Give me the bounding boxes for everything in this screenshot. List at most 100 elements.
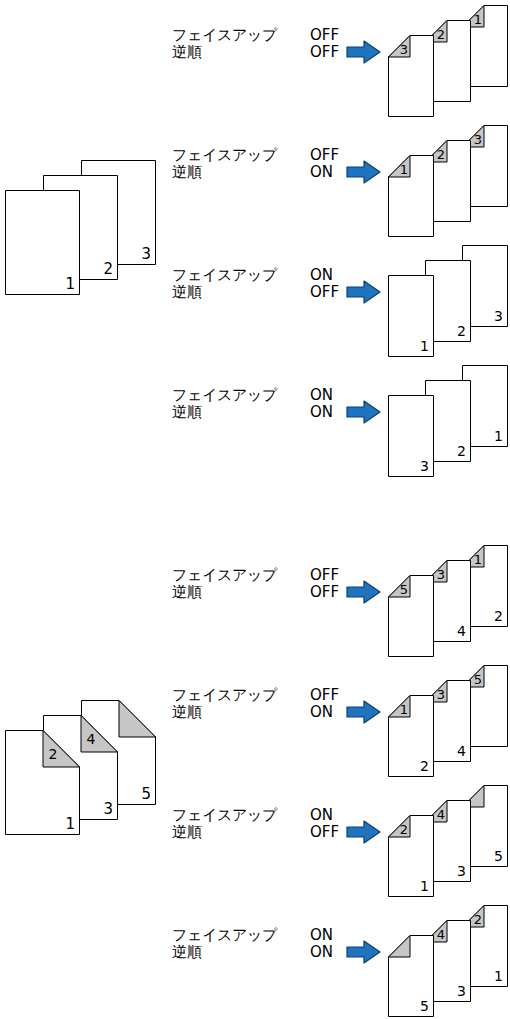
block-arrow: [347, 941, 380, 963]
setting-label: ON: [310, 943, 333, 961]
page-number: 4: [83, 730, 99, 748]
setting-label: ON: [310, 266, 333, 284]
page-number: 4: [433, 926, 449, 944]
page-number: 3: [420, 457, 429, 475]
setting-label: ON: [310, 163, 333, 181]
page-number: 1: [420, 337, 429, 355]
page-number: 1: [420, 877, 429, 895]
setting-label: 逆順: [172, 43, 202, 61]
page-number: 4: [457, 742, 466, 760]
setting-label: OFF: [310, 283, 339, 301]
paper-sheet: 12: [388, 695, 434, 777]
setting-label: ON: [310, 703, 333, 721]
page-number: 1: [65, 275, 75, 293]
sheet-body: [426, 561, 471, 642]
page-number: 1: [470, 11, 486, 29]
sheet-body: [389, 816, 434, 897]
page-number: 2: [45, 745, 61, 763]
setting-label: OFF: [310, 583, 339, 601]
block-arrow: [347, 41, 380, 63]
sheet-body: [463, 126, 508, 207]
sheet-body: [6, 191, 80, 295]
paper-sheet: 1: [5, 190, 80, 295]
page-number: 3: [457, 982, 466, 1000]
sheet-outline: [388, 35, 434, 117]
page-number: 5: [396, 581, 412, 599]
page-number: 1: [65, 815, 75, 833]
folded-corner: [119, 701, 156, 738]
paper-sheet: 3: [388, 395, 434, 477]
setting-label: フェイスアップ: [172, 146, 277, 164]
sheet-body: [463, 546, 508, 627]
sheet-body: [389, 156, 434, 237]
setting-label: 逆順: [172, 163, 202, 181]
setting-label: ON: [310, 386, 333, 404]
sheet-body: [463, 666, 508, 747]
page-number: 5: [470, 671, 486, 689]
paper-sheet: 5: [388, 935, 434, 1017]
page-number: 3: [396, 41, 412, 59]
page-number: 5: [494, 847, 503, 865]
setting-label: 逆順: [172, 403, 202, 421]
page-number: 2: [433, 26, 449, 44]
setting-label: 逆順: [172, 283, 202, 301]
setting-label: ON: [310, 403, 333, 421]
page-number: 1: [494, 427, 503, 445]
page-number: 5: [141, 785, 151, 803]
setting-label: フェイスアップ: [172, 686, 277, 704]
setting-label: 逆順: [172, 583, 202, 601]
page-number: 5: [420, 997, 429, 1015]
page-number: 2: [420, 757, 429, 775]
page-number: 2: [396, 821, 412, 839]
paper-sheet: 21: [388, 815, 434, 897]
block-arrow: [347, 161, 380, 183]
page-number: 4: [433, 806, 449, 824]
setting-label: 逆順: [172, 943, 202, 961]
sheet-body: [44, 176, 118, 280]
page-number: 3: [433, 566, 449, 584]
paper-sheet: 1: [388, 155, 434, 237]
page-number: 3: [103, 800, 113, 818]
setting-label: ON: [310, 926, 333, 944]
setting-label: ON: [310, 806, 333, 824]
sheet-body: [463, 366, 508, 447]
page-number: 1: [396, 701, 412, 719]
page-number: 1: [494, 967, 503, 985]
sheet-body: [463, 6, 508, 87]
sheet-outline: [388, 575, 434, 657]
block-arrow: [347, 821, 380, 843]
paper-sheet: 1: [388, 275, 434, 357]
paper-sheet: 3: [388, 35, 434, 117]
sheet-body: [463, 786, 508, 867]
sheet-body: [463, 246, 508, 327]
sheet-body: [389, 36, 434, 117]
sheet-body: [389, 276, 434, 357]
sheet-outline: [388, 155, 434, 237]
block-arrow: [347, 401, 380, 423]
page-number: 1: [470, 551, 486, 569]
setting-label: フェイスアップ: [172, 266, 277, 284]
paper-sheet: 5: [388, 575, 434, 657]
page-number: 2: [494, 607, 503, 625]
setting-label: 逆順: [172, 823, 202, 841]
setting-label: OFF: [310, 26, 339, 44]
setting-label: OFF: [310, 686, 339, 704]
setting-label: 逆順: [172, 703, 202, 721]
page-number: 3: [457, 862, 466, 880]
sheet-body: [426, 921, 471, 1002]
folded-corner: [463, 786, 485, 808]
page-number: 3: [433, 686, 449, 704]
page-number: 1: [396, 161, 412, 179]
sheet-body: [463, 906, 508, 987]
sheet-body: [426, 21, 471, 102]
page-number: 3: [494, 307, 503, 325]
page-number: 4: [457, 622, 466, 640]
paper-sheet: 21: [5, 730, 80, 835]
sheet-body: [82, 701, 156, 805]
setting-label: フェイスアップ: [172, 386, 277, 404]
setting-label: フェイスアップ: [172, 926, 277, 944]
sheet-body: [426, 141, 471, 222]
sheet-body: [389, 936, 434, 1017]
block-arrow: [347, 281, 380, 303]
